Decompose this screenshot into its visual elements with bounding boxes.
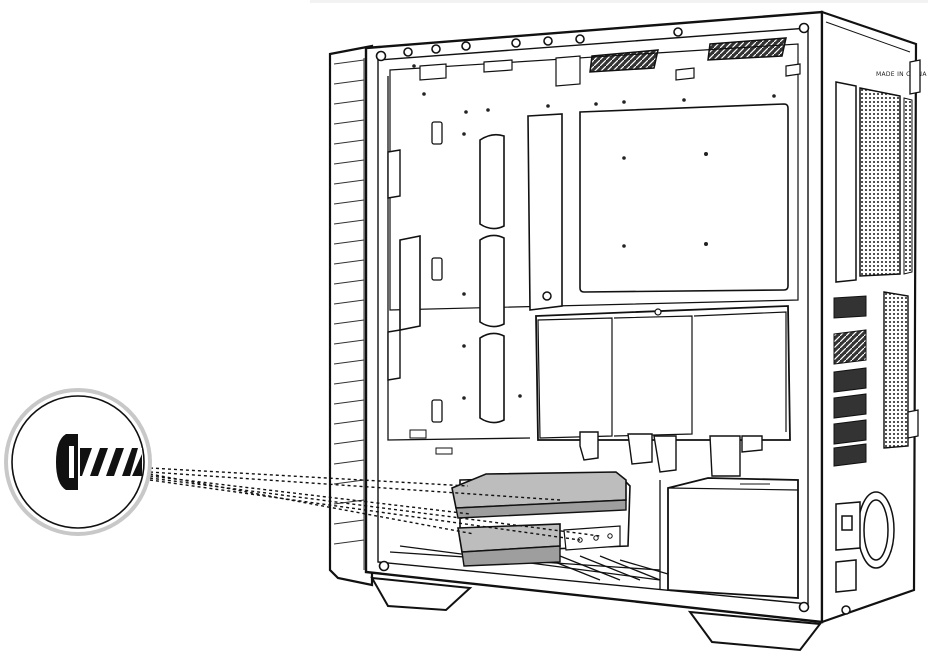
- expansion-slots: [833, 295, 867, 467]
- rear-fan-mesh: [859, 87, 901, 277]
- screw-hole: [375, 50, 387, 62]
- chassis-screws: [375, 22, 810, 613]
- motherboard-tray: [387, 43, 801, 455]
- cable-cutout: [479, 332, 505, 424]
- cable-bar: [527, 113, 563, 311]
- cable-cutout: [479, 234, 505, 328]
- psu: [667, 477, 799, 599]
- screw-hole: [575, 34, 585, 44]
- screw-icon: [56, 434, 142, 490]
- front-foot: [370, 576, 473, 612]
- screw-hole: [798, 601, 810, 613]
- case-feet: [370, 576, 822, 652]
- screw-hole: [673, 27, 683, 37]
- rear-foot: [687, 610, 822, 652]
- ssd-cage: [535, 305, 791, 477]
- side-mesh: [883, 291, 909, 449]
- cpu-cutout: [579, 103, 789, 293]
- screw-hole: [511, 38, 521, 48]
- screw-hole: [431, 44, 441, 54]
- screw-hole: [543, 36, 553, 46]
- top-vents: [589, 37, 787, 73]
- screw-hole: [378, 560, 390, 572]
- screw-hole: [798, 22, 810, 34]
- front-panel-grille: [333, 58, 365, 570]
- hard-drive-lower: [457, 523, 561, 567]
- hard-drive-upper: [451, 471, 627, 519]
- callout-leaders: [149, 467, 601, 541]
- made-in-label: MADE IN CHINA: [876, 71, 927, 78]
- cable-cutout: [399, 235, 421, 331]
- top-vent-front: [589, 49, 659, 73]
- top-vent-rear: [707, 37, 787, 61]
- cable-cutout: [479, 133, 505, 230]
- screw-hole: [461, 41, 471, 51]
- rear-panel: MADE IN CHINA: [833, 59, 927, 615]
- psu-rear: [835, 491, 895, 593]
- top-strip: [310, 0, 928, 3]
- screw-hole: [403, 47, 413, 57]
- hdd-cage: [451, 471, 631, 567]
- screw-callout: [4, 388, 152, 536]
